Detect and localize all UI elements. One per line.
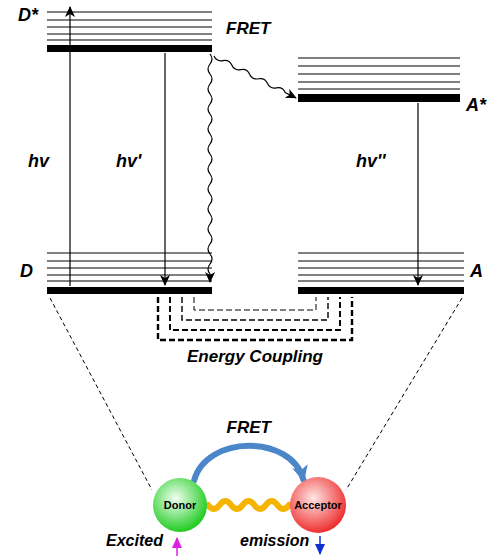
diagram-label: hv' bbox=[116, 152, 141, 172]
zoom-lines bbox=[50, 298, 462, 490]
diagram-label: D* bbox=[18, 6, 38, 26]
node-text: Donor bbox=[164, 499, 196, 511]
fret-arrow bbox=[194, 446, 304, 481]
vibrational-levels bbox=[47, 12, 464, 281]
transition-arrows bbox=[70, 7, 418, 286]
diagram-label: emission bbox=[240, 532, 309, 550]
diagram-label: A* bbox=[466, 96, 486, 116]
diagram-label: A bbox=[470, 262, 483, 282]
node-text: Acceptor bbox=[294, 499, 342, 511]
diagram-label: FRET bbox=[226, 20, 270, 39]
energy-coupling-brackets bbox=[158, 297, 352, 340]
emission-arrow bbox=[319, 536, 321, 554]
diagram-label: D bbox=[20, 262, 33, 282]
electronic-levels bbox=[47, 45, 464, 294]
molecule-circle: Donor bbox=[152, 477, 208, 533]
diagram-label: hv bbox=[28, 152, 49, 172]
diagram-label: Excited bbox=[106, 532, 163, 550]
excitation-arrow bbox=[176, 538, 178, 556]
molecule-circle: Acceptor bbox=[289, 476, 347, 534]
coupling-spring bbox=[208, 501, 289, 509]
diagram-label: Energy Coupling bbox=[187, 348, 323, 367]
edge-label: FRET bbox=[227, 419, 271, 438]
diagram-label: hv'' bbox=[356, 152, 386, 172]
